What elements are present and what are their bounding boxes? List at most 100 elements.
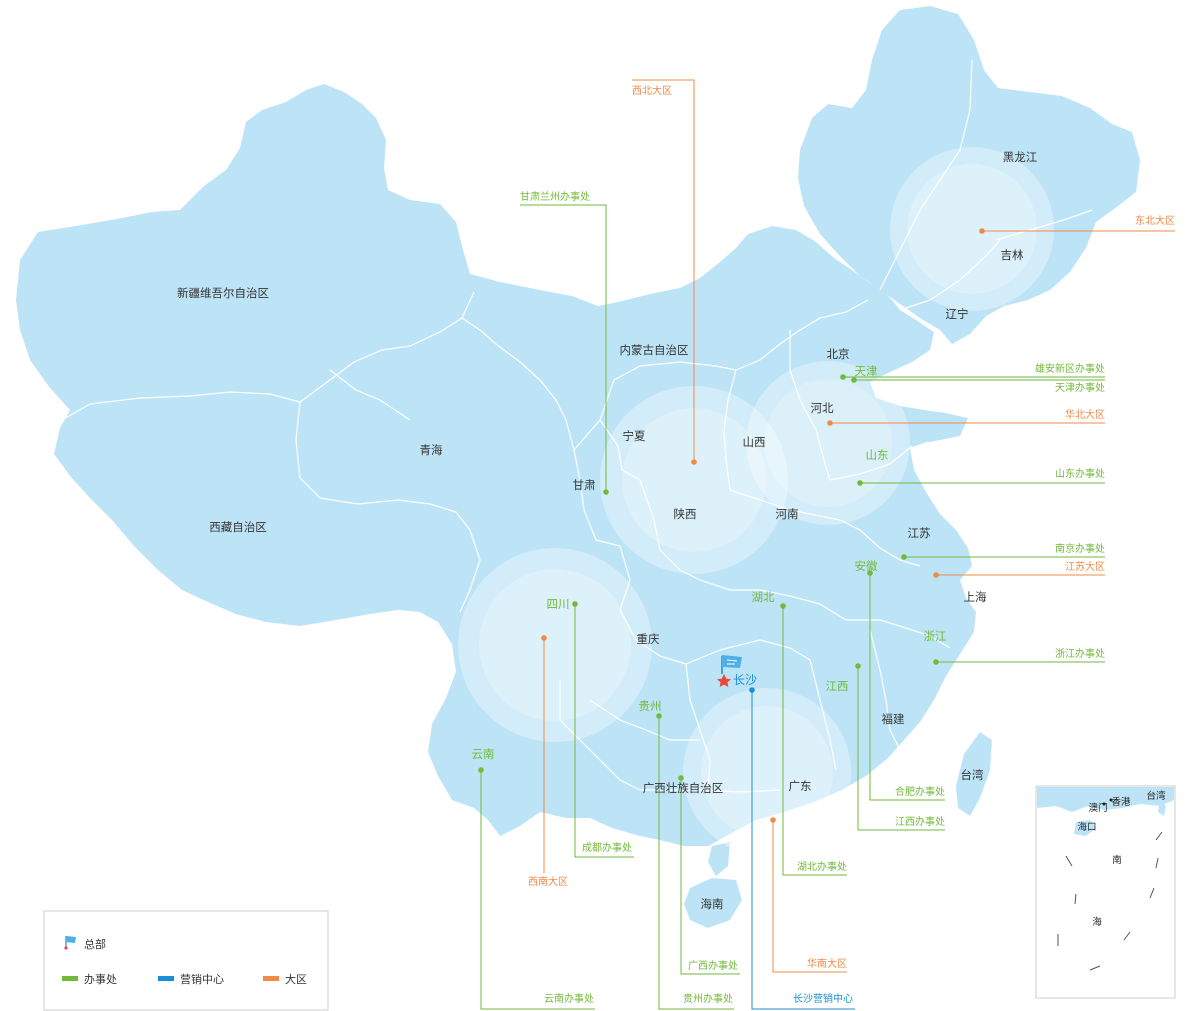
callout-xibei: 西北大区: [632, 84, 672, 97]
dot-hefei: [867, 570, 873, 576]
line-xibei: [632, 79, 695, 462]
line-yunnan: [480, 770, 595, 1010]
mainland-shape: [16, 84, 976, 846]
legend: 总部 办事处 营销中心 大区: [43, 910, 329, 1011]
legend-office-swatch: [62, 976, 78, 981]
label-changsha: 长沙: [733, 673, 757, 687]
callout-dots: [478, 228, 985, 823]
label-hainan: 海南: [701, 897, 724, 911]
label-shandong: 山东: [866, 448, 889, 462]
region-circle-huanan-outer: [683, 688, 851, 856]
line-huanan: [772, 820, 847, 973]
label-gansu: 甘肃: [573, 478, 596, 492]
callout-nanjing: 南京办事处: [1055, 542, 1105, 555]
nine-dash-line: [1057, 831, 1163, 971]
legend-frame: [43, 910, 329, 1011]
label-shanxi: 山西: [743, 435, 766, 449]
dot-tianjin: [851, 377, 857, 383]
label-sichuan: 四川: [547, 597, 570, 611]
label-chongqing: 重庆: [637, 632, 660, 646]
label-henan: 河南: [776, 507, 799, 521]
legend-office-label: 办事处: [84, 973, 117, 986]
label-jiangsu: 江苏: [908, 526, 931, 540]
legend-center-label: 营销中心: [180, 972, 224, 986]
label-xinjiang: 新疆维吾尔自治区: [177, 286, 269, 300]
hainan-island: [684, 878, 742, 928]
dot-nanjing: [901, 554, 907, 560]
callout-guizhou: 贵州办事处: [683, 992, 733, 1005]
inset-hainan: [1074, 820, 1096, 836]
dot-zhejiang: [933, 659, 939, 665]
dot-guizhou: [656, 713, 662, 719]
flag-icon: [721, 655, 742, 674]
region-circle-dongbei-inner: [907, 164, 1037, 294]
callout-labels: 西北大区 甘肃兰州办事处 东北大区 雄安新区办事处 天津办事处 华北大区 山东办…: [520, 84, 1175, 1005]
inset-taiwan: [1158, 800, 1166, 816]
callout-zhejiang: 浙江办事处: [1055, 647, 1105, 660]
callout-yunnan: 云南办事处: [544, 992, 594, 1005]
line-guangxi: [680, 778, 740, 975]
label-anhui: 安徽: [855, 559, 878, 573]
label-neimenggu: 内蒙古自治区: [620, 343, 689, 357]
callout-huabei: 华北大区: [1065, 408, 1105, 421]
label-shaanxi: 陕西: [674, 507, 697, 521]
line-guizhou: [658, 716, 734, 1010]
dot-hubei: [780, 603, 786, 609]
china-landmass: [16, 6, 1140, 928]
inset-xianggang: 香港: [1111, 796, 1131, 808]
inset-hai: 海: [1092, 916, 1102, 928]
callout-hubei: 湖北办事处: [797, 860, 847, 873]
legend-hq-label: 总部: [84, 937, 106, 951]
inset-coast: [1037, 787, 1174, 812]
callout-shandong: 山东办事处: [1055, 467, 1105, 480]
dot-huanan: [770, 817, 776, 823]
region-circles: [458, 147, 1054, 856]
line-chengdu: [574, 604, 634, 858]
callout-chengdu: 成都办事处: [582, 841, 632, 854]
star-icon: [717, 674, 731, 687]
label-ningxia: 宁夏: [623, 429, 646, 443]
label-liaoning: 辽宁: [946, 307, 969, 321]
changsha-hq-marker: [717, 655, 742, 687]
callout-dongbei: 东北大区: [1135, 214, 1175, 227]
callout-jiangxi: 江西办事处: [895, 815, 945, 828]
region-circle-xibei-inner: [622, 408, 766, 552]
dot-xinan: [541, 635, 547, 641]
callout-gansu-lanzhou: 甘肃兰州办事处: [520, 190, 590, 203]
line-gansu-lanzhou: [520, 204, 607, 492]
inset-nan: 南: [1112, 854, 1122, 866]
label-jilin: 吉林: [1001, 248, 1024, 262]
region-circle-dongbei-outer: [890, 147, 1054, 311]
label-xizang: 西藏自治区: [209, 520, 267, 534]
legend-region-label: 大区: [285, 972, 307, 986]
label-guizhou: 贵州: [639, 699, 662, 713]
dot-guangxi: [678, 775, 684, 781]
label-tianjin: 天津: [855, 364, 878, 378]
inset-frame: [1035, 785, 1176, 999]
region-circle-huabei-outer: [746, 361, 910, 525]
callout-hefei: 合肥办事处: [895, 785, 945, 798]
legend-flag-icon: [64, 936, 76, 950]
inset-haikou: 海口: [1077, 821, 1096, 833]
dot-dongbei: [979, 228, 985, 234]
line-changsha: [751, 690, 855, 1010]
callout-changsha: 长沙营销中心: [793, 992, 853, 1005]
line-hubei: [782, 606, 847, 876]
label-guangxi: 广西壮族自治区: [643, 781, 724, 795]
label-yunnan: 云南: [472, 747, 495, 761]
label-jiangxi: 江西: [826, 679, 849, 693]
dot-huabei: [827, 420, 833, 426]
region-circle-huabei-inner: [764, 379, 892, 507]
region-circle-huanan-inner: [701, 706, 833, 838]
label-beijing: 北京: [827, 347, 850, 361]
label-shanghai: 上海: [964, 590, 987, 604]
dot-chengdu: [572, 601, 578, 607]
dot-jiangxi: [855, 663, 861, 669]
dot-jiangsu: [933, 572, 939, 578]
line-jiangxi: [857, 666, 945, 831]
callout-xinan: 西南大区: [528, 875, 568, 888]
northeast-shape: [798, 6, 1140, 344]
shandong-peninsula: [906, 412, 968, 442]
dot-xiongan: [840, 374, 846, 380]
